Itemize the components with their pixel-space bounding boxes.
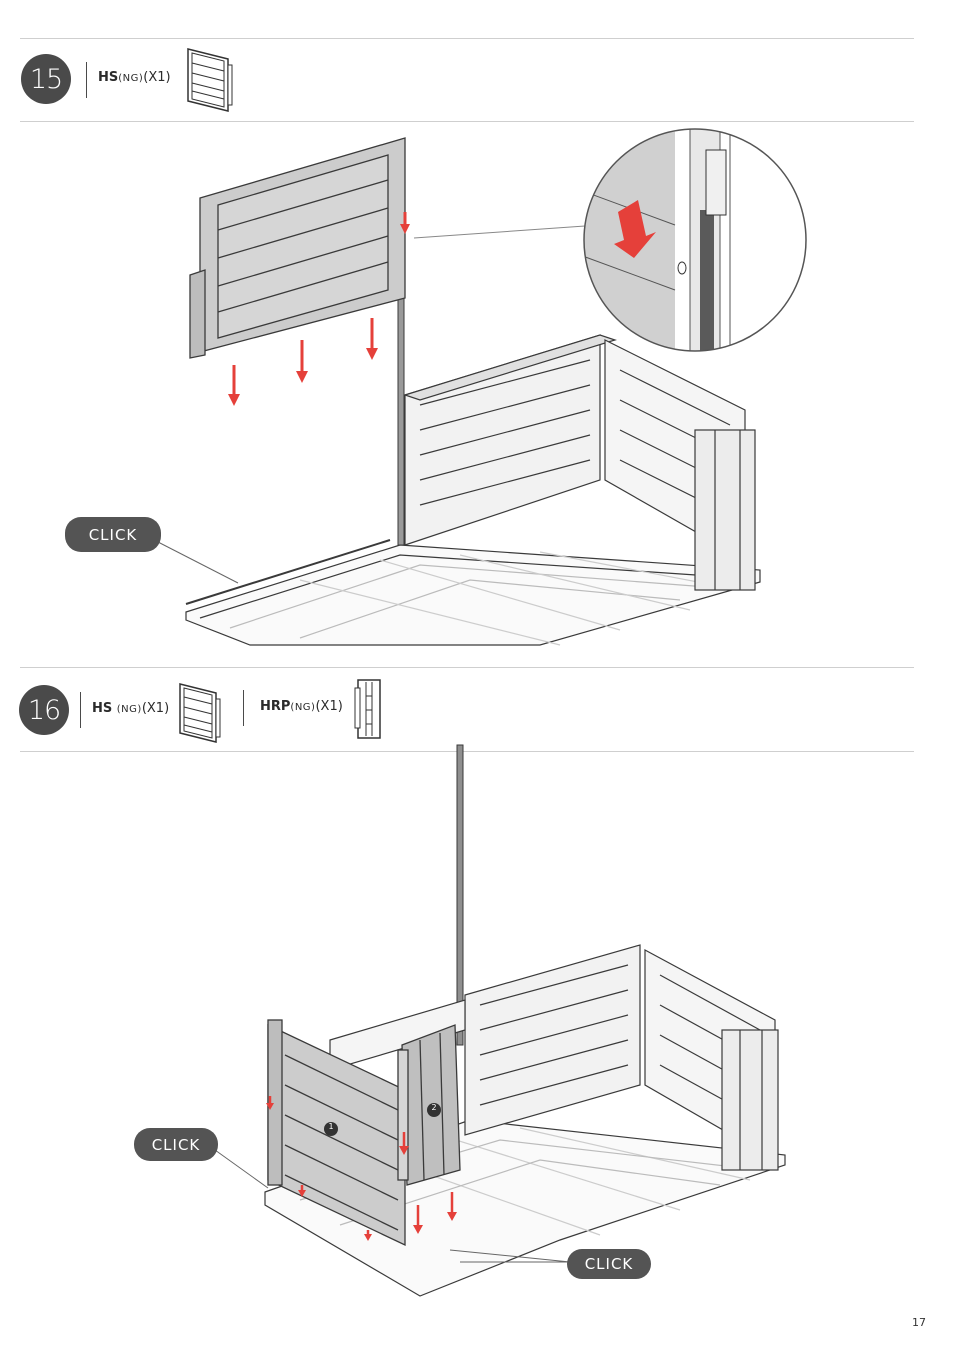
marker-2-label: 2: [431, 1103, 437, 1112]
rail-panel: [397, 1024, 461, 1186]
part-qty: (X1): [141, 701, 170, 716]
part-label-hrp: HRP(NG)(X1): [260, 699, 343, 714]
click-leader-line: [214, 1149, 269, 1189]
marker-2: [427, 1103, 441, 1117]
page-number: 17: [912, 1316, 926, 1329]
step-number-badge: 15: [21, 54, 71, 104]
down-arrows: [266, 1096, 457, 1241]
click-callout: CLICK: [567, 1249, 651, 1279]
right-wall: [604, 339, 756, 591]
wall-panel-icon: [187, 48, 233, 112]
step-16-top-rule: [20, 667, 914, 668]
part-qty: (X1): [143, 70, 171, 85]
back-wall: [403, 334, 617, 546]
part-qty: (X1): [315, 699, 343, 714]
divider: [86, 62, 87, 98]
part-code: HRP: [260, 699, 291, 714]
step-number-badge: 16: [19, 685, 69, 735]
part-variant: (NG): [118, 73, 144, 84]
part-variant: (NG): [116, 704, 142, 715]
part-label-hs: HS (NG)(X1): [92, 701, 169, 716]
marker-1-label: 1: [328, 1122, 334, 1131]
back-wall: [329, 944, 641, 1136]
wall-panel-icon: [179, 683, 221, 743]
part-variant: (NG): [290, 702, 316, 713]
step-15-illustration: [157, 128, 807, 646]
right-wall: [644, 948, 779, 1171]
click-leader-line: [449, 1249, 571, 1263]
step-15-bottom-rule: [20, 121, 914, 122]
step-16-illustration: [214, 744, 786, 1297]
descending-wall-panel: [189, 137, 406, 359]
part-label-hs: HS(NG)(X1): [98, 70, 171, 85]
divider: [243, 690, 244, 726]
part-code: HS: [98, 70, 119, 85]
step-16-bottom-rule: [20, 751, 914, 752]
divider: [80, 692, 81, 728]
part-code: HS: [92, 701, 117, 716]
rail-panel-icon: [354, 679, 381, 739]
step-15-top-rule: [20, 38, 914, 39]
zoom-leader-line: [413, 225, 586, 239]
click-leader-line: [157, 541, 239, 584]
click-callout: CLICK: [65, 517, 161, 552]
zoom-detail: [583, 128, 807, 352]
down-arrows: [228, 212, 410, 406]
click-callout: CLICK: [134, 1128, 218, 1161]
floor-base: [185, 539, 761, 646]
tall-pole: [456, 744, 464, 1046]
marker-1: [324, 1122, 338, 1136]
